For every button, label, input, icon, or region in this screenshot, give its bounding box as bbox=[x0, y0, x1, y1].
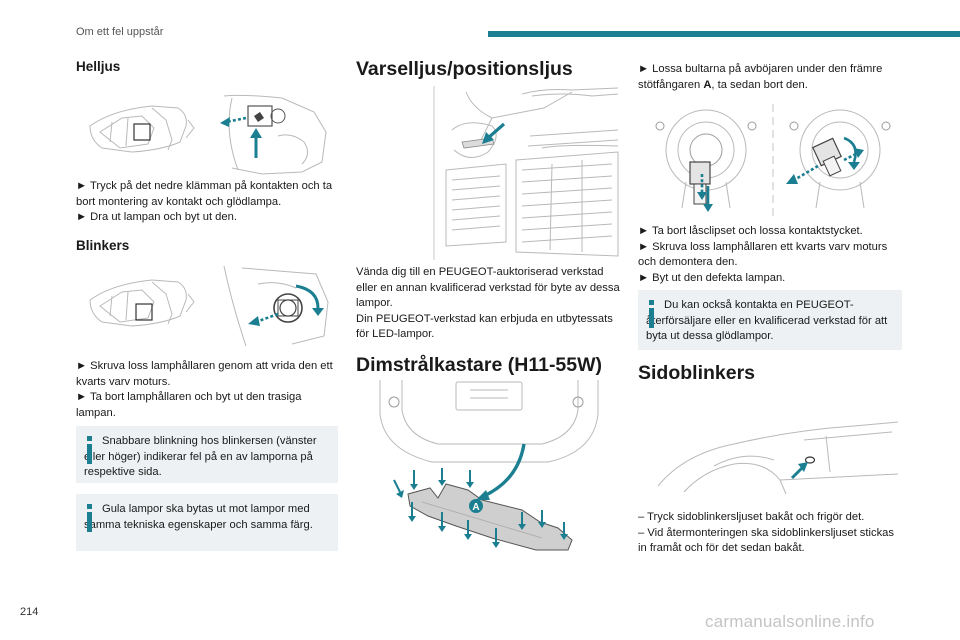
info-text-blinking: Snabbare blinkning hos blinkersen (vänst… bbox=[84, 435, 317, 478]
info-icon bbox=[87, 504, 92, 532]
helljus-instructions: ► Tryck på det nedre klämman på kontakte… bbox=[76, 179, 338, 226]
sidoblinkers-instructions: – Tryck sidoblinkersljuset bakåt och fri… bbox=[638, 510, 904, 557]
sidoblinkers-step-1: – Tryck sidoblinkersljuset bakåt och fri… bbox=[638, 511, 865, 523]
blinkers-step-1: ► Skruva loss lamphållaren genom att vri… bbox=[76, 360, 333, 388]
info-text-dealer: Du kan också kontakta en PEUGEOT-återför… bbox=[646, 299, 888, 342]
dim-steps: ► Ta bort låsclipset och lossa kontaktst… bbox=[638, 224, 904, 286]
callout-a-badge bbox=[469, 499, 483, 513]
heading-sidoblinkers: Sidoblinkers bbox=[638, 362, 756, 384]
dimstralkastare-illustration: A bbox=[379, 380, 599, 551]
dim-step-remove-deflector-pre: ► Lossa bultarna på avböjaren under den … bbox=[638, 63, 883, 91]
sidoblinkers-step-2: – Vid återmonteringen ska sidoblinkerslj… bbox=[638, 526, 894, 555]
helljus-step-1: ► Tryck på det nedre klämman på kontakte… bbox=[76, 180, 333, 208]
heading-varselljus: Varselljus/positionsljus bbox=[356, 58, 573, 80]
callout-a-label: A bbox=[472, 502, 479, 513]
blinkers-instructions: ► Skruva loss lamphållaren genom att vri… bbox=[76, 359, 338, 421]
info-box-blinking: Snabbare blinkning hos blinkersen (vänst… bbox=[76, 426, 338, 483]
varselljus-text-1: Vända dig till en PEUGEOT-auktoriserad v… bbox=[356, 266, 620, 309]
heading-blinkers: Blinkers bbox=[76, 238, 130, 253]
blinkers-step-2: ► Ta bort lamphållaren och byt ut den tr… bbox=[76, 391, 302, 419]
varselljus-text: Vända dig till en PEUGEOT-auktoriserad v… bbox=[356, 265, 622, 343]
dim-step-2: ► Ta bort låsclipset och lossa kontaktst… bbox=[638, 225, 863, 237]
dim-step-remove-deflector-a: A bbox=[703, 78, 712, 91]
dim-step-remove-deflector: ► Lossa bultarna på avböjaren under den … bbox=[638, 62, 904, 93]
watermark: carmanualsonline.info bbox=[705, 612, 875, 631]
info-box-dealer: Du kan också kontakta en PEUGEOT-återför… bbox=[638, 290, 902, 350]
varselljus-text-2: Din PEUGEOT-verkstad kan erbjuda en utby… bbox=[356, 312, 613, 341]
dim-step-3: ► Skruva loss lamphållaren ett kvarts va… bbox=[638, 240, 888, 269]
fog-lamp-connector-illustration bbox=[655, 104, 891, 216]
sidoblinkers-illustration bbox=[657, 421, 899, 495]
heading-dimstralkastare: Dimstrålkastare (H11-55W) bbox=[356, 354, 603, 376]
running-header: Om ett fel uppstår bbox=[76, 26, 164, 38]
helljus-illustration bbox=[89, 94, 327, 175]
blinkers-illustration bbox=[89, 265, 329, 347]
heading-helljus: Helljus bbox=[76, 59, 121, 74]
dim-step-remove-deflector-post: , ta sedan bort den. bbox=[711, 78, 808, 91]
info-icon bbox=[649, 300, 654, 328]
dim-step-4: ► Byt ut den defekta lampan. bbox=[638, 271, 786, 284]
page-number: 214 bbox=[20, 606, 39, 618]
helljus-step-2: ► Dra ut lampan och byt ut den. bbox=[76, 211, 237, 223]
varselljus-illustration bbox=[433, 86, 619, 260]
info-text-yellow-lamps: Gula lampor ska bytas ut mot lampor med … bbox=[84, 503, 313, 531]
info-icon bbox=[87, 436, 92, 464]
header-accent-bar bbox=[488, 31, 960, 37]
info-box-yellow-lamps: Gula lampor ska bytas ut mot lampor med … bbox=[76, 494, 338, 551]
